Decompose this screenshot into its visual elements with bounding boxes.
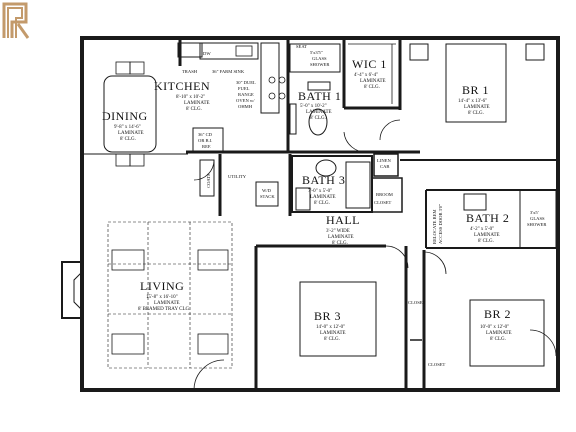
dining-floor: LAMINATE (118, 131, 144, 136)
note-wd1: W/D (262, 188, 272, 193)
note-wd2: STACK (260, 194, 275, 199)
bath3-name: BATH 3 (302, 173, 345, 187)
room-br3: BR 3 14'-0" x 12'-0" LAMINATE 8' CLG. (314, 309, 346, 342)
bath1-ceiling: 8' CLG. (310, 116, 326, 121)
room-bath2: BATH 2 4'-2" x 5'-0" LAMINATE 8' CLG. (466, 211, 509, 244)
note-utility: UTILITY (228, 174, 247, 179)
note-shower2b: GLASS (530, 216, 545, 221)
note-closet-b: CLOSET (428, 362, 446, 367)
wic1-size: 4'-4" x 6'-4" (354, 73, 378, 78)
note-shower2c: SHOWER (527, 222, 547, 227)
bath2-floor: LAMINATE (474, 233, 500, 238)
note-shower1c: SHOWER (310, 62, 330, 67)
note-linen2: CAB (380, 164, 389, 169)
note-ref2: OR B.I. (198, 138, 212, 143)
room-kitchen: KITCHEN 8'-10" x 10'-2" LAMINATE 8' CLG. (154, 79, 210, 112)
br3-ceiling: 8' CLG. (324, 337, 340, 342)
kitchen-name: KITCHEN (154, 79, 210, 93)
note-coats: COATS (206, 173, 211, 188)
wic1-floor: LAMINATE (360, 79, 386, 84)
br1-size: 14'-4" x 13'-6" (458, 99, 487, 104)
note-range4: OVEN w/ (236, 98, 255, 103)
note-ref1: 36" CD (198, 132, 213, 137)
note-range3: RANGE (238, 92, 254, 97)
br3-size: 14'-0" x 12'-0" (316, 325, 345, 330)
hall-ceiling: 8' CLG. (332, 241, 348, 246)
note-relocate1: RELOCATE REM (432, 209, 437, 244)
brand-logo (0, 0, 34, 40)
kitchen-size: 8'-10" x 10'-2" (176, 95, 205, 100)
br1-ceiling: 8' CLG. (468, 111, 484, 116)
room-wic1: WIC 1 4'-4" x 6'-4" LAMINATE 8' CLG. (352, 57, 387, 90)
bath2-name: BATH 2 (466, 211, 509, 225)
note-range5: OHMH (238, 104, 253, 109)
kitchen-floor: LAMINATE (184, 101, 210, 106)
note-broom1: BROOM (376, 192, 393, 197)
note-shower2a: 3'x5' (530, 210, 539, 215)
note-relocate2: ACCESS DOOR 3'0" (438, 204, 443, 244)
living-ceiling: 8' BEAMED TRAY CLG. (138, 307, 190, 312)
dining-ceiling: 8' CLG. (120, 137, 136, 142)
note-dw: DW (203, 51, 211, 56)
hall-name: HALL (326, 213, 360, 227)
room-living: LIVING 15'-8" x 16'-10" LAMINATE 8' BEAM… (138, 279, 190, 312)
room-dining: DINING 9'-8" x 14'-6" LAMINATE 8' CLG. (102, 109, 148, 142)
note-closet-a: CLOSET (408, 300, 426, 305)
bath3-floor: LAMINATE (310, 195, 336, 200)
room-hall: HALL 3'-2" WIDE LAMINATE 8' CLG. (326, 213, 360, 246)
room-bath3: BATH 3 7'-0" x 5'-0" LAMINATE 8' CLG. (302, 173, 345, 206)
note-seat: SEAT (296, 44, 307, 49)
wic1-name: WIC 1 (352, 57, 387, 71)
room-br2: BR 2 10'-0" x 12'-0" LAMINATE 8' CLG. (480, 307, 512, 342)
bath3-size: 7'-0" x 5'-0" (308, 189, 332, 194)
note-shower1a: 5'x3'5" (310, 50, 323, 55)
bath2-size: 4'-2" x 5'-0" (470, 227, 494, 232)
br2-ceiling: 8' CLG. (490, 337, 506, 342)
dining-name: DINING (102, 109, 148, 123)
note-shower1b: GLASS (312, 56, 327, 61)
note-ref3: REF. (202, 144, 211, 149)
br1-name: BR 1 (462, 83, 489, 97)
hall-floor: LAMINATE (328, 235, 354, 240)
room-bath1: BATH 1 5'-0" x 10'-2" LAMINATE 8' CLG. (298, 89, 341, 121)
note-farm-sink: 36" FARM SINK (212, 69, 245, 74)
bath3-ceiling: 8' CLG. (314, 201, 330, 206)
br1-floor: LAMINATE (464, 105, 490, 110)
br3-name: BR 3 (314, 309, 341, 323)
kitchen-ceiling: 8' CLG. (186, 107, 202, 112)
br3-floor: LAMINATE (320, 331, 346, 336)
dining-size: 9'-8" x 14'-6" (114, 125, 141, 130)
note-trash: TRASH (182, 69, 198, 74)
wic1-ceiling: 8' CLG. (364, 85, 380, 90)
living-size: 15'-8" x 16'-10" (146, 295, 178, 300)
living-floor: LAMINATE (154, 301, 180, 306)
bath1-size: 5'-0" x 10'-2" (300, 104, 327, 109)
living-name: LIVING (140, 279, 184, 293)
note-range2: FUEL (238, 86, 250, 91)
bath1-floor: LAMINATE (306, 110, 332, 115)
br2-name: BR 2 (484, 307, 511, 321)
plan-notes: DW TRASH 36" FARM SINK 30" DUEL FUEL RAN… (182, 44, 547, 367)
note-linen1: LINEN (377, 158, 391, 163)
bath1-name: BATH 1 (298, 89, 341, 103)
hall-size: 3'-2" WIDE (326, 229, 350, 234)
bath2-ceiling: 8' CLG. (478, 239, 494, 244)
note-range1: 30" DUEL (236, 80, 256, 85)
br2-floor: LAMINATE (486, 331, 512, 336)
br2-size: 10'-0" x 12'-0" (480, 325, 509, 330)
note-broom2: CLOSET (374, 200, 392, 205)
room-br1: BR 1 14'-4" x 13'-6" LAMINATE 8' CLG. (458, 83, 490, 116)
